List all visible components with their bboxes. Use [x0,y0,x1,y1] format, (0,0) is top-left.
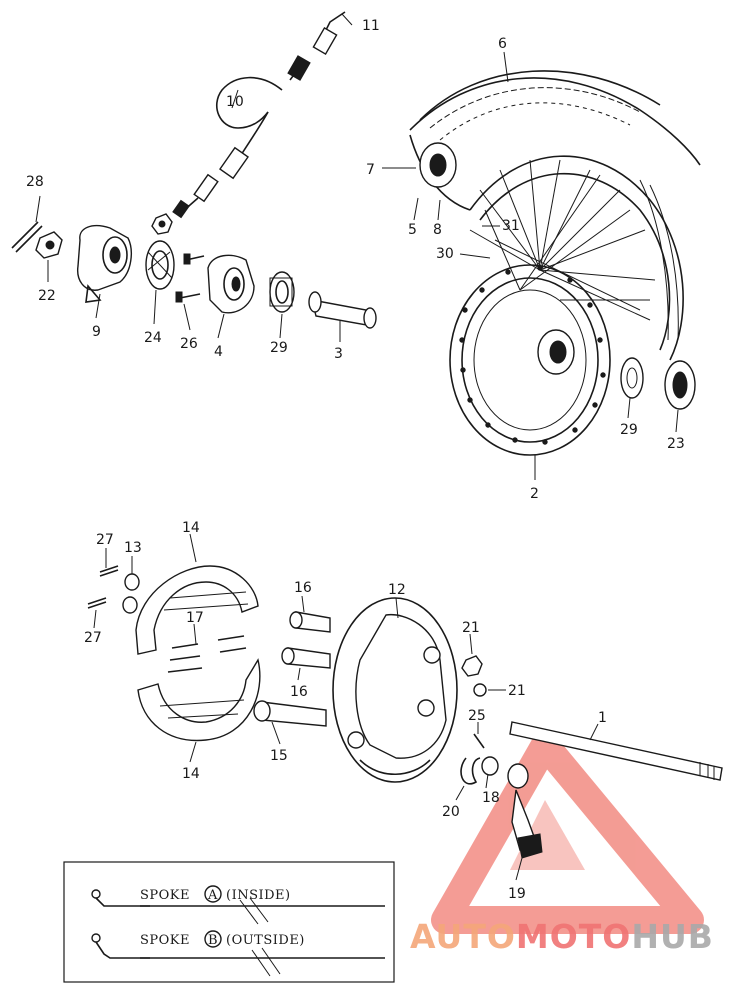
callout-3: 3 [334,346,343,362]
callout-12: 12 [388,582,406,598]
callout-22: 22 [38,288,56,304]
callout-4: 4 [214,344,223,360]
callout-18: 18 [482,790,500,806]
spoke-legend: SPOKE A (INSIDE) SPOKE B (OUTSIDE) [63,861,395,983]
callout-14-top: 14 [182,520,200,536]
callout-29-top: 29 [270,340,288,356]
callout-25: 25 [468,708,486,724]
spoke-b-label: SPOKE [140,933,190,948]
wheel-assembly [409,70,701,456]
spoke-b-note: (OUTSIDE) [226,933,305,948]
spoke-a-letter: A [207,888,218,903]
callout-20: 20 [442,804,460,820]
callout-14-bottom: 14 [182,766,200,782]
callout-numbers: 11 6 10 7 28 5 8 31 30 22 9 24 26 4 29 3… [26,18,685,902]
callout-8: 8 [433,222,442,238]
callout-16-bottom: 16 [290,684,308,700]
callout-7: 7 [366,162,375,178]
callout-21-bottom: 21 [508,683,526,699]
callout-30: 30 [436,246,454,262]
callout-27-top: 27 [96,532,114,548]
callout-31: 31 [502,218,520,234]
callout-29-right: 29 [620,422,638,438]
callout-17: 17 [186,610,204,626]
callout-9: 9 [92,324,101,340]
watermark-logo [431,731,704,934]
brake-parts [87,565,723,859]
callout-10: 10 [226,94,244,110]
callout-19: 19 [508,886,526,902]
spoke-a-note: (INSIDE) [226,888,291,903]
watermark-text: AUTOMOTOHUB [410,917,714,956]
callout-13: 13 [124,540,142,556]
watermark-hub: HUB [631,917,714,956]
callout-24: 24 [144,330,162,346]
spoke-a-label: SPOKE [140,888,190,903]
speedometer-cable [172,11,346,219]
callout-11: 11 [362,18,380,34]
callout-21-top: 21 [462,620,480,636]
callout-27-bottom: 27 [84,630,102,646]
callout-16-top: 16 [294,580,312,596]
svg-text:AUTOMOTOHUB: AUTOMOTOHUB [410,917,714,956]
gearbox-parts [11,213,377,329]
callout-2: 2 [530,486,539,502]
leader-lines [35,13,679,881]
callout-28: 28 [26,174,44,190]
callout-1: 1 [598,710,607,726]
callout-23: 23 [667,436,685,452]
callout-26: 26 [180,336,198,352]
watermark-auto: AUTO [410,917,516,956]
callout-5: 5 [408,222,417,238]
callout-15: 15 [270,748,288,764]
spoke-b-letter: B [208,933,218,948]
watermark-moto: MOTO [516,917,631,956]
callout-6: 6 [498,36,507,52]
